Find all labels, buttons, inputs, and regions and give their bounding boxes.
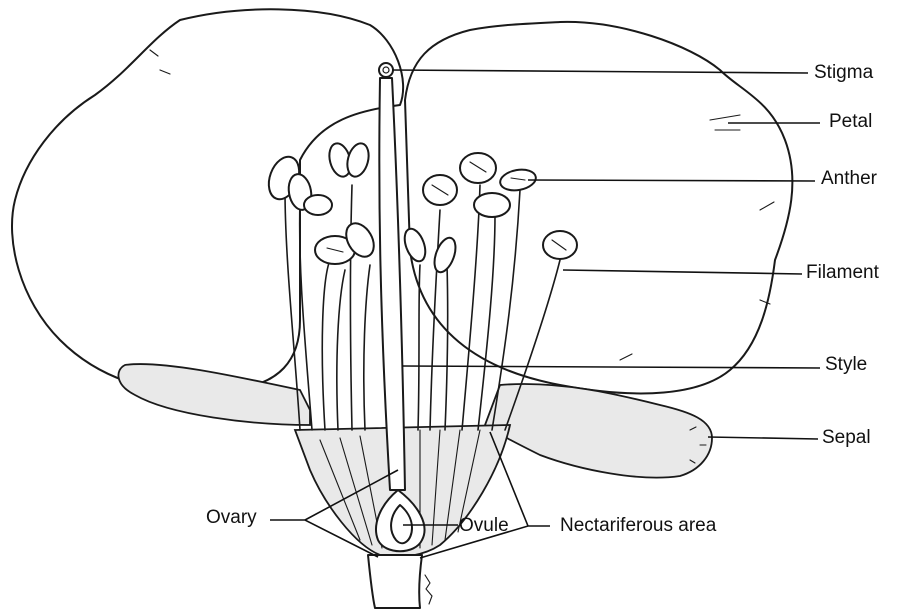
label-nectariferous-area: Nectariferous area <box>560 515 717 536</box>
stigma-tip <box>379 63 393 77</box>
right-sepal <box>485 384 712 478</box>
label-ovule: Ovule <box>459 515 509 536</box>
stalk <box>368 555 422 608</box>
pistil <box>379 63 405 490</box>
label-ovary: Ovary <box>206 507 257 528</box>
label-filament: Filament <box>806 262 880 283</box>
label-sepal: Sepal <box>822 427 871 448</box>
style-leader <box>402 366 820 368</box>
label-style: Style <box>825 354 867 375</box>
label-stigma: Stigma <box>814 62 874 83</box>
left-petal <box>12 9 403 392</box>
label-petal: Petal <box>829 111 872 132</box>
anther-leader <box>528 180 815 181</box>
right-petal <box>405 22 792 394</box>
left-sepal <box>118 364 310 425</box>
sepal-leader <box>708 437 818 439</box>
label-anther: Anther <box>821 168 878 189</box>
